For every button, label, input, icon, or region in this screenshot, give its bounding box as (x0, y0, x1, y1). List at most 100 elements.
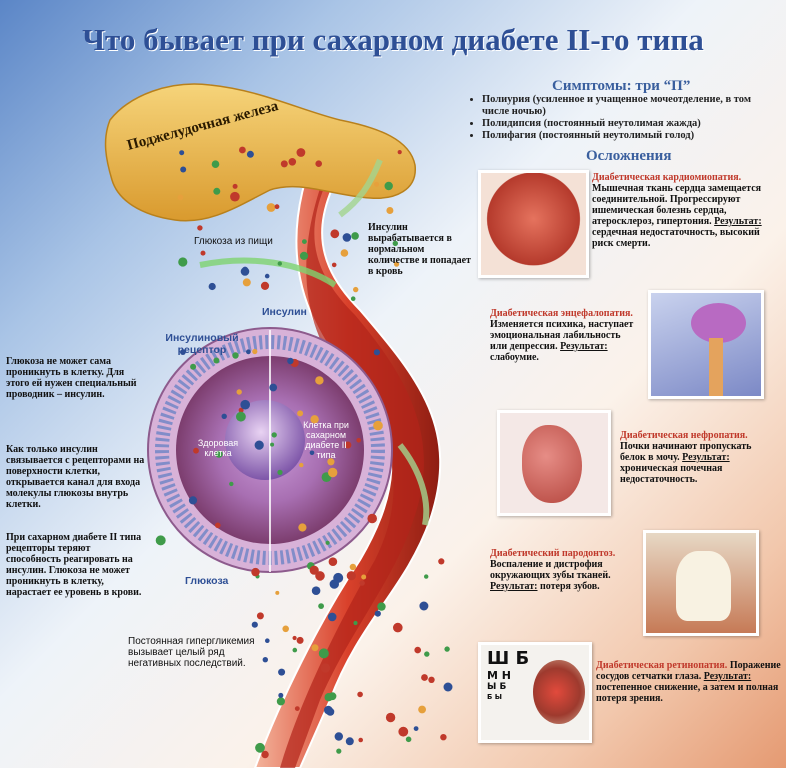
molecule-dot (342, 233, 352, 242)
molecule-dot (424, 574, 429, 579)
molecule-dot (296, 636, 304, 644)
symptoms-heading: Симптомы: три “П” (552, 78, 691, 94)
molecule-dot (251, 567, 260, 577)
molecule-dot (230, 191, 240, 202)
molecule-dot (327, 458, 335, 466)
molecule-dot (297, 410, 304, 417)
molecule-dot (351, 232, 359, 240)
symptom-item: Полифагия (постоянный неутолимый голод) (482, 130, 762, 142)
molecule-dot (331, 262, 337, 268)
molecule-dot (320, 663, 331, 673)
molecule-dot (310, 415, 319, 424)
complication-text: Мышечная ткань сердца замещается соедини… (592, 183, 762, 227)
molecule-dot (345, 737, 354, 746)
molecule-dot (353, 286, 359, 293)
molecule-dot (350, 296, 356, 302)
note-receptor-binding: Как только инсулин связывается с рецепто… (6, 444, 145, 510)
molecule-dot (276, 697, 285, 706)
molecule-dot (155, 535, 166, 546)
molecule-dot (178, 257, 188, 267)
molecule-dot (344, 441, 352, 449)
molecule-dot (208, 282, 216, 291)
molecule-dot (392, 240, 398, 247)
eye-chart-row: Ш Б (487, 648, 530, 669)
label-insulin-receptor: Инсулиновый рецептор (165, 332, 239, 356)
page-title: Что бывает при сахарном диабете II-го ти… (82, 22, 704, 57)
molecule-dot (265, 638, 270, 643)
molecule-dot (240, 399, 250, 410)
complication-result: сердечная недостаточность, высокий риск … (592, 227, 760, 249)
molecule-dot (298, 523, 307, 532)
molecule-dot (384, 181, 393, 191)
molecule-dot (440, 734, 447, 741)
complication-periodontitis: Диабетический пародонтоз. Воспаление и д… (490, 548, 638, 592)
arrow-insulin (338, 158, 383, 218)
complication-text: Изменяется психика, наступает эмоциональ… (490, 319, 634, 352)
label-healthy-cell: Здоровая клетка (197, 438, 239, 458)
complication-name: Диабетический пародонтоз. (490, 548, 616, 559)
complication-retinopathy: Диабетическая ретинопатия. Поражение сос… (596, 660, 781, 704)
molecule-dot (324, 693, 333, 702)
complication-result: хроническая почечная недостаточность. (620, 463, 723, 485)
kidney-image (497, 410, 611, 516)
molecule-dot (309, 565, 319, 575)
molecule-dot (240, 267, 250, 276)
molecule-dot (270, 442, 275, 447)
molecule-dot (215, 522, 221, 529)
molecule-dot (264, 273, 270, 279)
cell-nucleus (225, 400, 305, 480)
heart-image (478, 170, 589, 278)
molecule-dot (385, 712, 396, 723)
molecule-dot (346, 571, 356, 581)
molecule-dot (361, 574, 367, 580)
molecule-dot (271, 432, 277, 438)
molecule-dot (311, 586, 321, 595)
pancreas (104, 83, 416, 222)
molecule-dot (414, 646, 422, 654)
complication-encephalopathy: Диабетическая энцефалопатия. Изменяется … (490, 308, 640, 363)
molecule-dot (349, 563, 357, 571)
molecule-dot (329, 579, 339, 589)
molecule-dot (246, 150, 254, 158)
molecule-dot (278, 692, 284, 698)
molecule-dot (274, 204, 280, 210)
complication-result: потеря зубов. (540, 581, 600, 592)
molecule-dot (311, 644, 319, 652)
complication-name: Диабетическая ретинопатия. (596, 660, 728, 671)
note-type2-diabetes: При сахарном диабете II типа рецепторы т… (6, 532, 142, 598)
molecule-dot (294, 706, 300, 711)
complication-nephropathy: Диабетическая нефропатия. Почки начинают… (620, 430, 770, 485)
molecule-dot (287, 357, 294, 365)
symptoms-list: Полиурия (усиленное и учащенное мочеотде… (472, 94, 762, 142)
result-label: Результат: (490, 581, 538, 592)
molecule-dot (413, 726, 419, 731)
molecule-dot (213, 187, 221, 195)
molecule-dot (261, 750, 269, 759)
molecule-dot (444, 646, 450, 652)
molecule-dot (269, 383, 278, 392)
molecule-dot (373, 349, 380, 356)
molecule-dot (229, 481, 234, 487)
label-insulin: Инсулин (262, 306, 307, 318)
molecule-dot (359, 580, 365, 586)
molecule-dot (251, 621, 258, 628)
molecule-dot (277, 261, 282, 266)
molecule-dot (328, 557, 338, 566)
molecule-dot (242, 278, 251, 287)
molecule-dot (177, 194, 184, 201)
molecule-dot (315, 160, 323, 167)
brain-image (648, 290, 764, 399)
molecule-dot (309, 450, 315, 456)
complication-text: Почки начинают пропускать белок в мочу. (620, 441, 752, 463)
molecule-dot (324, 705, 333, 715)
symptom-item: Полидипсия (постоянный неутолимая жажда) (482, 118, 762, 130)
molecule-dot (211, 160, 220, 168)
molecule-dot (367, 513, 378, 524)
molecule-dot (424, 651, 430, 657)
eye-chart-row: Ы Б (487, 682, 507, 692)
molecule-dot (280, 160, 288, 168)
molecule-dot (288, 158, 297, 166)
molecule-dot (374, 610, 381, 617)
molecule-dot (428, 676, 435, 683)
complication-name: Диабетическая кардиомиопатия. (592, 172, 742, 183)
